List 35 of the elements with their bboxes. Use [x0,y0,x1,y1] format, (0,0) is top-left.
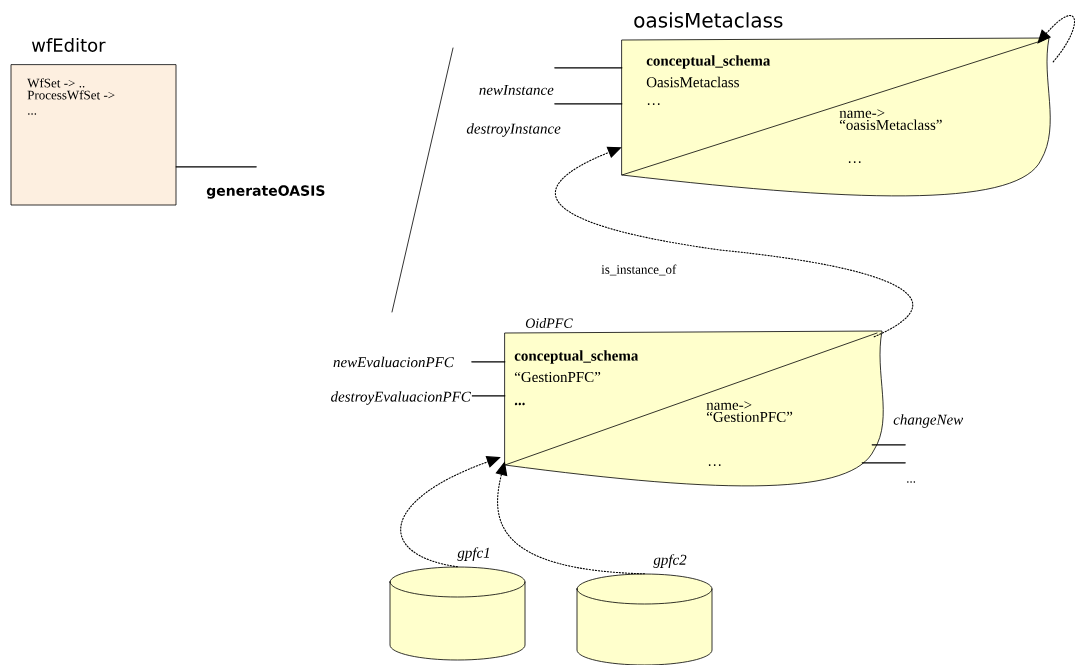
box-text: conceptual_schema [514,350,639,364]
box-text: ... [514,402,525,406]
box-title: wfEditor [31,38,106,52]
connector-line [471,361,506,363]
box-text: … [708,464,721,466]
edge-label: destroyEvaluacionPFC [329,390,472,406]
connector-line [871,444,906,446]
dotted-arrow [400,456,501,568]
connector-line [471,395,506,397]
dotted-arrow [555,146,913,338]
edge-label: generateOASIS [205,184,327,200]
connector-line [175,166,257,168]
connector-line [554,103,623,105]
box-text: … [848,161,861,163]
edge-label: newEvaluacionPFC [332,355,455,369]
box-title: OidPFC [525,318,573,328]
box-text: name-> “GestionPFC” [706,401,793,422]
box-text: gpfc1 [457,547,490,561]
edge-label: ... [905,480,917,484]
edge-label: newInstance [477,84,555,96]
box-text: conceptual_schema [646,55,771,69]
edge-label: is_instance_of [600,263,678,277]
box-text: WfSet -> .. ProcessWfSet -> [27,78,115,100]
box-text: OasisMetaclass [646,76,739,88]
box-title: oasisMetaclass [634,12,783,28]
box-text: … [647,103,660,105]
box-text: “GestionPFC” [514,371,601,383]
dotted-arrow [1037,15,1075,63]
box-text: name-> “oasisMetaclass” [839,109,942,130]
connector-line [554,67,623,69]
box-text: gpfc2 [653,554,687,568]
box-text: ... [28,113,37,115]
edge-label: changeNew [892,413,965,429]
edge-label: destroyInstance [465,122,562,138]
connector-line [861,462,906,464]
